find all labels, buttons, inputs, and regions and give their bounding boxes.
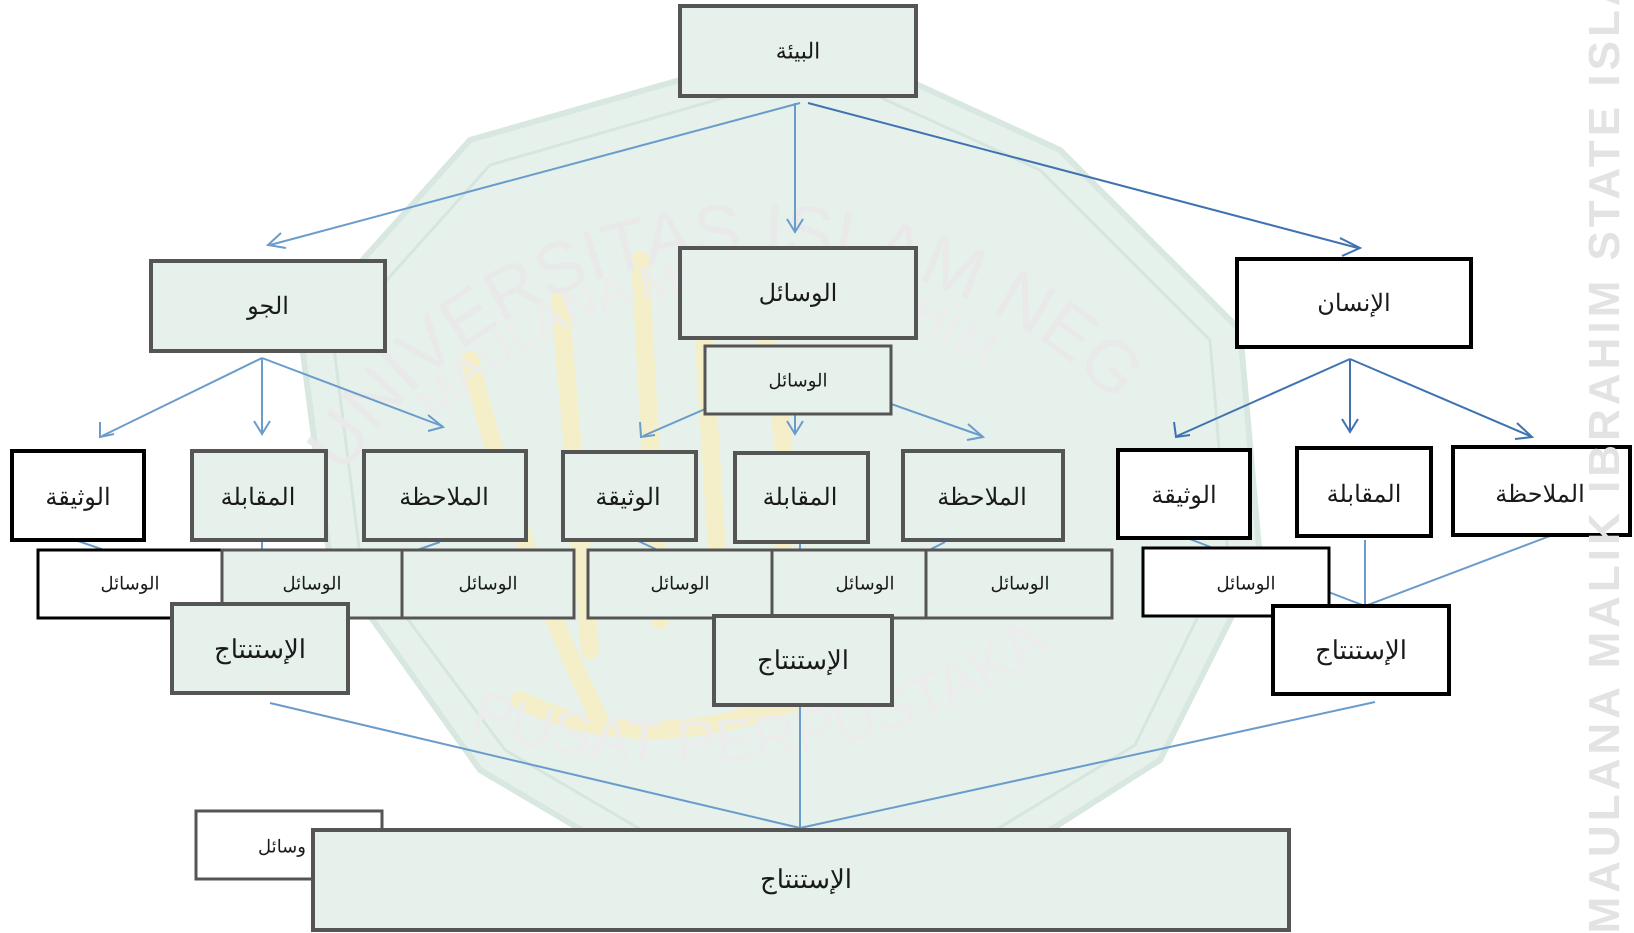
arrowhead-mid-int xyxy=(786,420,804,436)
tool-box-2-label: الوسائل xyxy=(283,574,342,595)
branch-left-node: الجو xyxy=(149,259,387,353)
tool-box-3-label: الوسائل xyxy=(459,574,518,595)
left-interview-node: المقابلة xyxy=(190,449,328,542)
arrowhead-right-doc xyxy=(1173,421,1191,439)
final-tool-label: وسائل xyxy=(258,837,306,858)
left-document-label: الوثيقة xyxy=(45,483,110,511)
mid-document-label: الوثيقة xyxy=(595,483,660,511)
mid-conclusion-label: الإستنتاج xyxy=(757,646,849,676)
tool-box-7-label: الوسائل xyxy=(1217,574,1276,595)
mid-document-node: الوثيقة xyxy=(561,450,698,542)
right-observation-label: الملاحظة xyxy=(1495,480,1585,508)
mid-observation-node: الملاحظة xyxy=(901,449,1065,542)
edge-left-obs xyxy=(261,357,443,427)
arrowhead-mid-obs xyxy=(966,423,986,441)
watermark-side-strip: MAULANA MALIK IBRAHIM STATE ISLAMIC U xyxy=(1576,0,1634,933)
arrowhead-right-obs xyxy=(1514,422,1535,440)
left-interview-label: المقابلة xyxy=(221,483,296,511)
left-observation-node: الملاحظة xyxy=(362,449,528,542)
arrowhead-middle xyxy=(786,218,804,234)
tool-box-5: الوسائل xyxy=(770,548,948,620)
tool-box-6: الوسائل xyxy=(924,548,1114,620)
mid-conclusion-node: الإستنتاج xyxy=(712,614,894,707)
branch-right-node: الإنسان xyxy=(1235,257,1473,349)
branch-left-label: الجو xyxy=(246,292,289,320)
left-conclusion-node: الإستنتاج xyxy=(170,602,350,695)
right-conclusion-node: الإستنتاج xyxy=(1271,604,1451,696)
tool-box-4-label: الوسائل xyxy=(651,574,710,595)
edge-left-doc xyxy=(101,357,263,437)
edge-right-doc xyxy=(1176,358,1351,437)
left-conclusion-label: الإستنتاج xyxy=(214,635,306,665)
branch-middle-node: الوسائل xyxy=(678,246,918,340)
final-conclusion-node: الإستنتاج xyxy=(311,828,1291,932)
root-node-label: البيئة xyxy=(776,40,821,65)
edge-final-right xyxy=(799,701,1376,829)
arrowhead-left-doc xyxy=(99,422,115,439)
right-interview-node: المقابلة xyxy=(1295,446,1433,538)
arrowhead-mid-doc xyxy=(639,421,656,439)
arrowhead-right-int xyxy=(1341,418,1359,434)
tool-box-3: الوسائل xyxy=(400,548,576,620)
left-observation-label: الملاحظة xyxy=(399,483,489,511)
branch-right-label: الإنسان xyxy=(1317,289,1390,317)
tool-box-6-label: الوسائل xyxy=(991,574,1050,595)
tool-box-5-label: الوسائل xyxy=(836,574,895,595)
right-document-node: الوثيقة xyxy=(1116,448,1252,540)
final-conclusion-label: الإستنتاج xyxy=(760,865,852,895)
tool-box-4: الوسائل xyxy=(586,548,774,620)
mid-interview-label: المقابلة xyxy=(763,483,838,511)
edge-root-right xyxy=(807,102,1359,249)
branch-middle-label: الوسائل xyxy=(759,279,838,307)
edge-final-left xyxy=(269,702,801,829)
middle-sub-label: الوسائل xyxy=(769,371,828,392)
nodes-layer: البيئة الجو الوسائل الإنسان الوسائل الوس… xyxy=(10,4,1632,932)
mid-interview-node: المقابلة xyxy=(733,451,870,544)
arrowhead-left xyxy=(265,232,287,249)
edges-layer xyxy=(74,102,1551,829)
right-conclusion-label: الإستنتاج xyxy=(1315,636,1407,666)
arrowheads-layer xyxy=(99,218,1535,441)
mid-observation-label: الملاحظة xyxy=(937,483,1027,511)
arrowhead-left-int xyxy=(253,420,271,436)
watermark-side-text: MAULANA MALIK IBRAHIM STATE ISLAMIC U xyxy=(1580,0,1629,933)
edge-right-obs xyxy=(1349,358,1531,437)
right-document-label: الوثيقة xyxy=(1151,481,1216,509)
left-document-node: الوثيقة xyxy=(10,449,146,542)
root-node: البيئة xyxy=(678,4,918,98)
middle-sub-node: الوسائل xyxy=(703,344,893,416)
edge-root-left xyxy=(269,102,801,246)
tool-box-1-label: الوسائل xyxy=(101,574,160,595)
right-interview-label: المقابلة xyxy=(1327,480,1402,508)
arrowhead-left-obs xyxy=(427,414,446,432)
arrowhead-right xyxy=(1339,237,1363,257)
right-observation-node: الملاحظة xyxy=(1451,445,1632,537)
